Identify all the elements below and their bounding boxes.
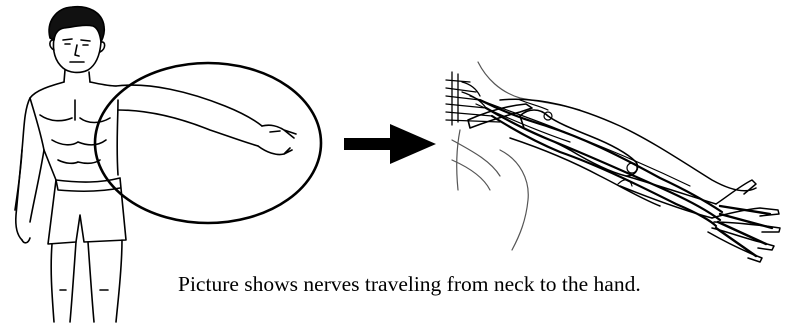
right-arrow-icon [344, 124, 436, 164]
legs [51, 240, 122, 322]
hair [49, 7, 104, 42]
arm-anatomy [446, 62, 780, 262]
figure-caption: Picture shows nerves traveling from neck… [178, 271, 778, 297]
outstretched-arm [116, 85, 262, 146]
highlight-ellipse [95, 63, 321, 223]
hand [258, 125, 296, 154]
